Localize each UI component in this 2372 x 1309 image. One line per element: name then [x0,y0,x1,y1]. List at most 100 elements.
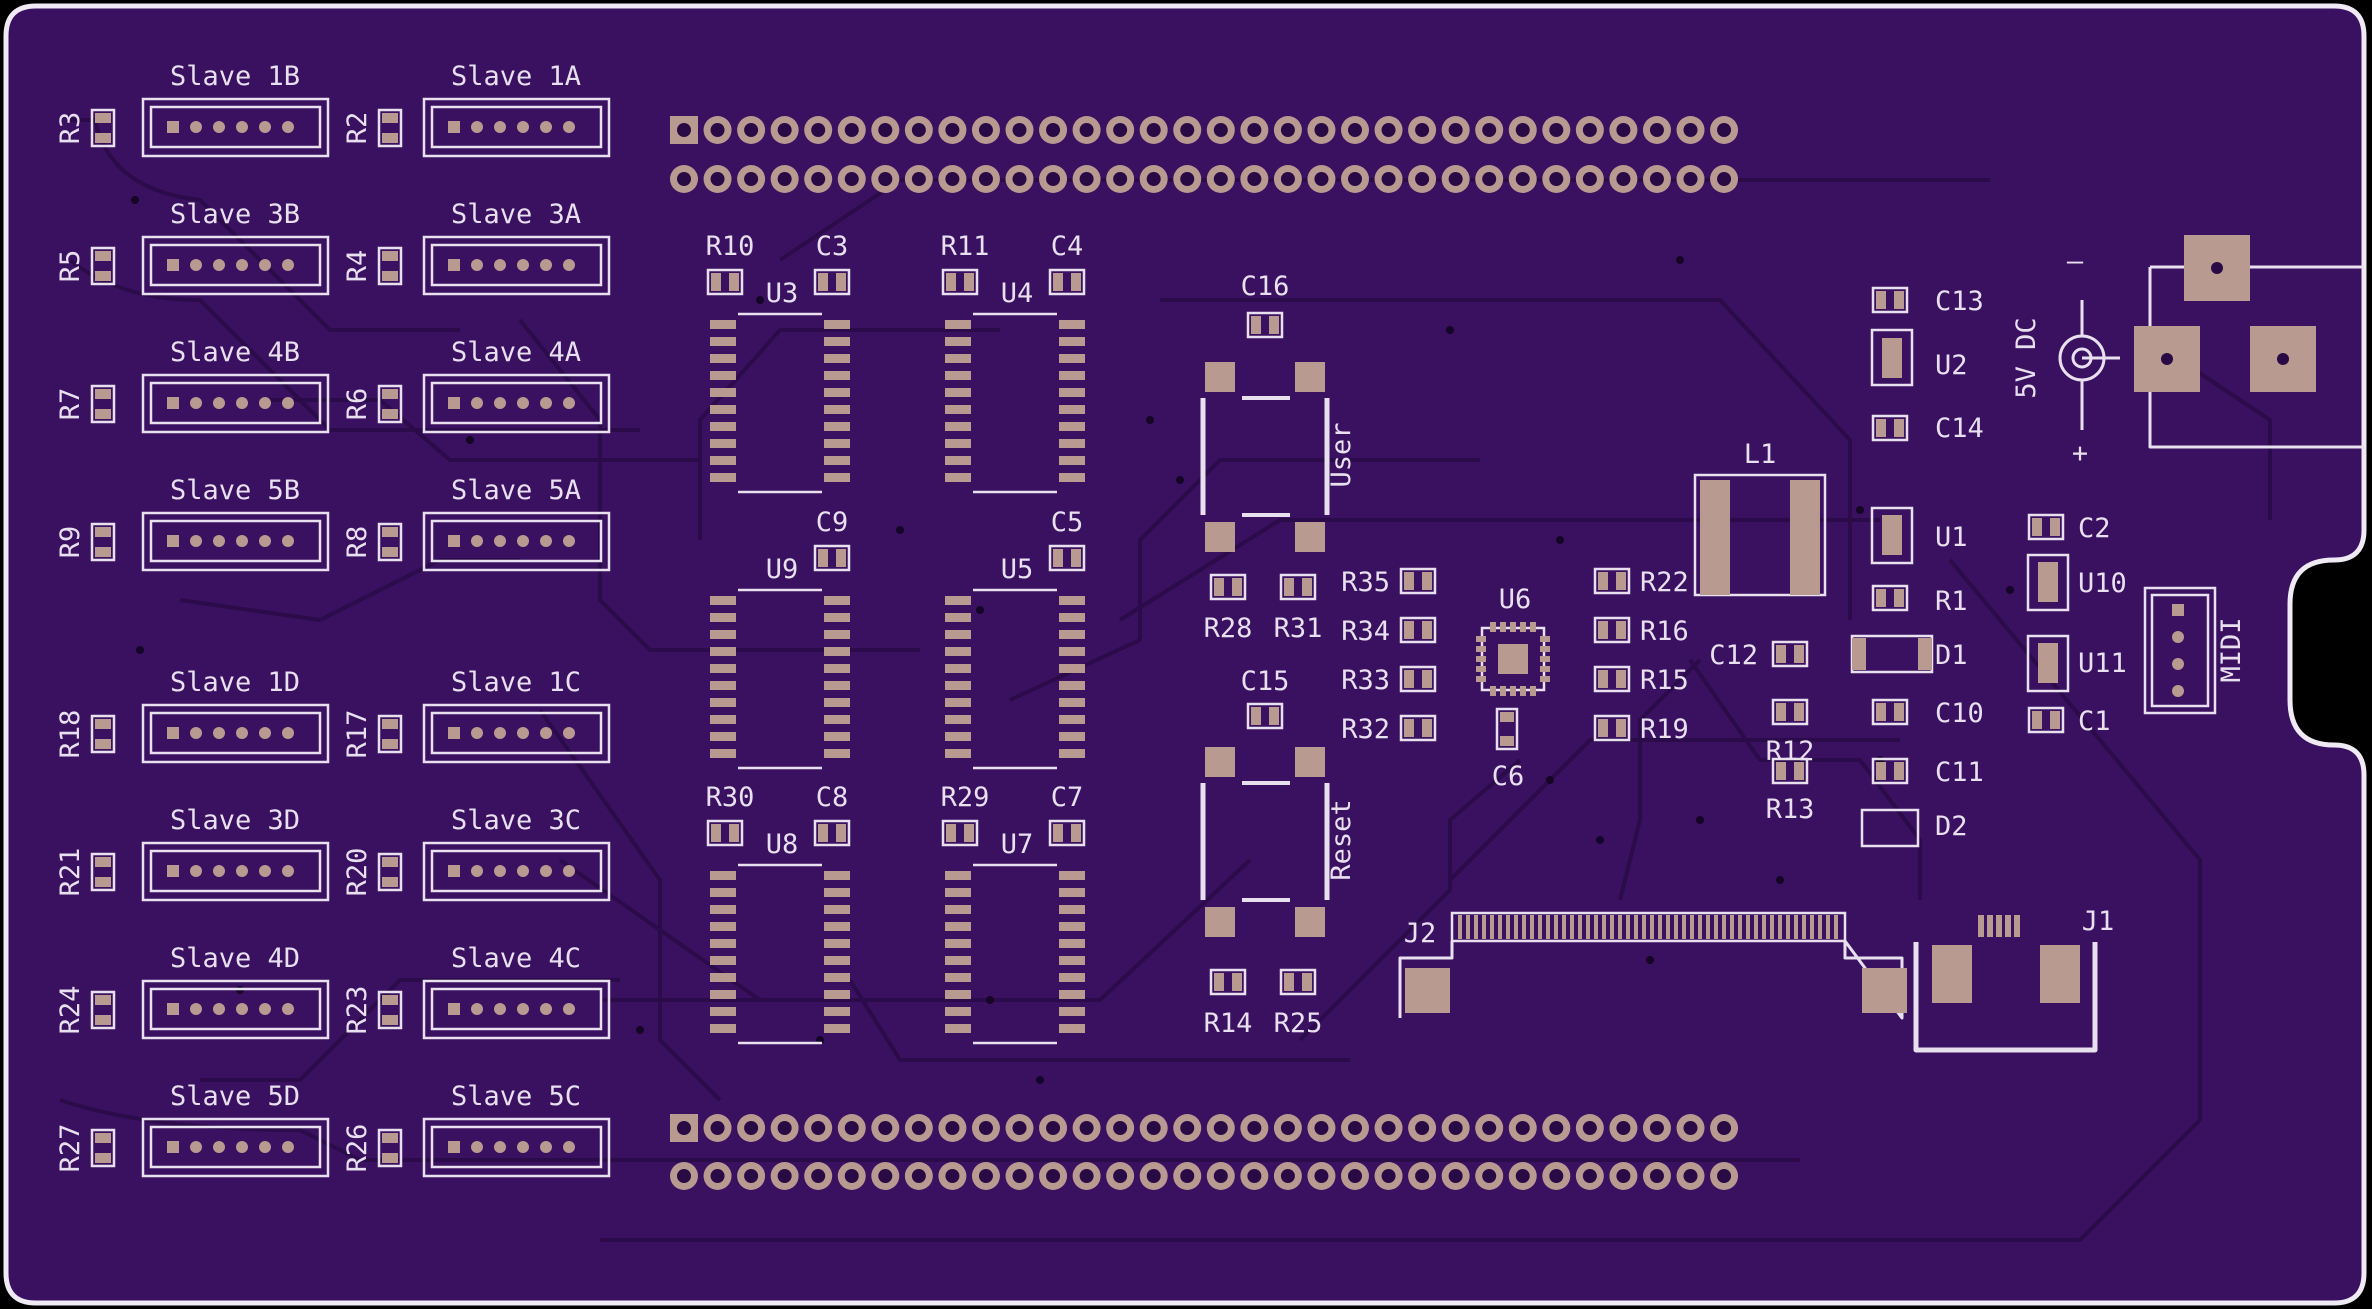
slave-pin [167,121,179,133]
header-1-pin-1-19-hole [1314,1169,1329,1183]
slave-label: Slave 5D [170,1081,300,1112]
r35-outline [1399,567,1437,595]
button-label: Reset [1326,799,1357,880]
button-pad [1205,522,1235,552]
u6-pin [1510,686,1516,696]
header-0-pin-1-4-hole [811,172,826,186]
slave-resistor-outline [377,384,403,424]
j1-contact [2005,915,2011,937]
ic-label: U7 [1001,829,1034,860]
ic-pin-right [1059,630,1085,639]
ic-pin-left [945,956,971,965]
header-0-pin-0-15-hole [1180,123,1195,137]
j2-contact [1578,915,1582,939]
ic-pin-right [824,905,850,914]
ic-pin-left [945,456,971,465]
slave-pin [540,1003,552,1015]
r28-pad-a [1214,578,1224,596]
button-pad [1295,907,1325,937]
ic-pin-right [824,681,850,690]
ic-pin-right [824,456,850,465]
u6-pin [1540,656,1550,662]
j2-contact [1530,915,1534,939]
j2-contact [1818,915,1822,939]
u6-pin [1540,636,1550,642]
ic-pin-right [824,337,850,346]
slave-pin [471,1141,483,1153]
slave-resistor-outline [90,384,116,424]
c2-pad-b [2050,518,2060,536]
ic-pin-right [1059,405,1085,414]
j2-contact [1810,915,1814,939]
slave-connector-outline [141,97,330,158]
ic-pin-right [1059,956,1085,965]
slave-resistor-label: R9 [55,526,86,559]
u2-outline [1870,328,1914,387]
ic-pin-left [710,388,736,397]
slave-pin [236,259,248,271]
header-0-pin-0-2-hole [744,123,759,137]
slave-pin [563,727,575,739]
r34-label: R34 [1341,616,1390,647]
ic-capacitor-outline [813,268,851,296]
slave-pin [563,259,575,271]
j2-contact [1474,915,1478,939]
slave-pin [282,397,294,409]
via-2 [896,526,904,534]
ic-resistor-pad-b [729,273,739,291]
slave-connector-inner [430,519,603,563]
via-18 [136,646,144,654]
midi-label: MIDI [2216,617,2247,682]
ic-pin-right [1059,337,1085,346]
slave-label: Slave 3D [170,805,300,836]
slave-resistor-label: R5 [55,250,86,283]
header-0-pin-1-6-hole [878,172,893,186]
r16-pad-b [1616,621,1626,639]
slave-pin [563,865,575,877]
c11-outline [1871,757,1909,785]
header-0-pin-1-12-hole [1079,172,1094,186]
slave-pin [540,865,552,877]
ic-capacitor-pad-b [836,273,846,291]
ic-pin-right [1059,473,1085,482]
j2-contact [1538,915,1542,939]
u6-pin [1490,686,1496,696]
header-1-pin-0-18-hole [1280,1121,1295,1135]
ic-pin-left [710,473,736,482]
ic-capacitor-outline [813,819,851,847]
ic-capacitor-pad-b [1071,273,1081,291]
header-0-pin-0-13-hole [1113,123,1128,137]
ic-resistor-outline [706,268,744,296]
ic-pin-right [824,647,850,656]
d2-label: D2 [1935,811,1968,842]
ic-resistor-pad-b [729,824,739,842]
j2-label: J2 [1404,918,1437,949]
slave-resistor-label: R7 [55,388,86,421]
slave-connector-outline [422,511,611,572]
slave-connector-inner [430,105,603,149]
slave-pin [167,865,179,877]
slave-resistor-pad-b [95,133,111,143]
trace-16 [538,708,722,1102]
slave-resistor-label: R18 [55,710,86,759]
c10-pad-a [1876,703,1886,721]
j2-contact [1802,915,1806,939]
ic-pin-left [710,888,736,897]
header-1-pin-1-25-hole [1515,1169,1530,1183]
ic-capacitor-outline [1048,268,1086,296]
l1-pad-a [1700,480,1730,595]
r22-outline [1593,567,1631,595]
r33-pad-b [1422,670,1432,688]
header-1-pin-0-3-hole [777,1121,792,1135]
r13-outline [1771,757,1809,785]
slave-connector-inner [430,711,603,755]
ic-pin-left [710,613,736,622]
ic-pin-left [945,630,971,639]
ic-pin-right [824,939,850,948]
j2-contact [1586,915,1590,939]
slave-resistor-pad-a [382,857,398,867]
header-0-pin-0-27-hole [1582,123,1597,137]
button-pad [1205,747,1235,777]
trace-4 [698,328,1000,540]
u11-outline [2026,634,2070,693]
